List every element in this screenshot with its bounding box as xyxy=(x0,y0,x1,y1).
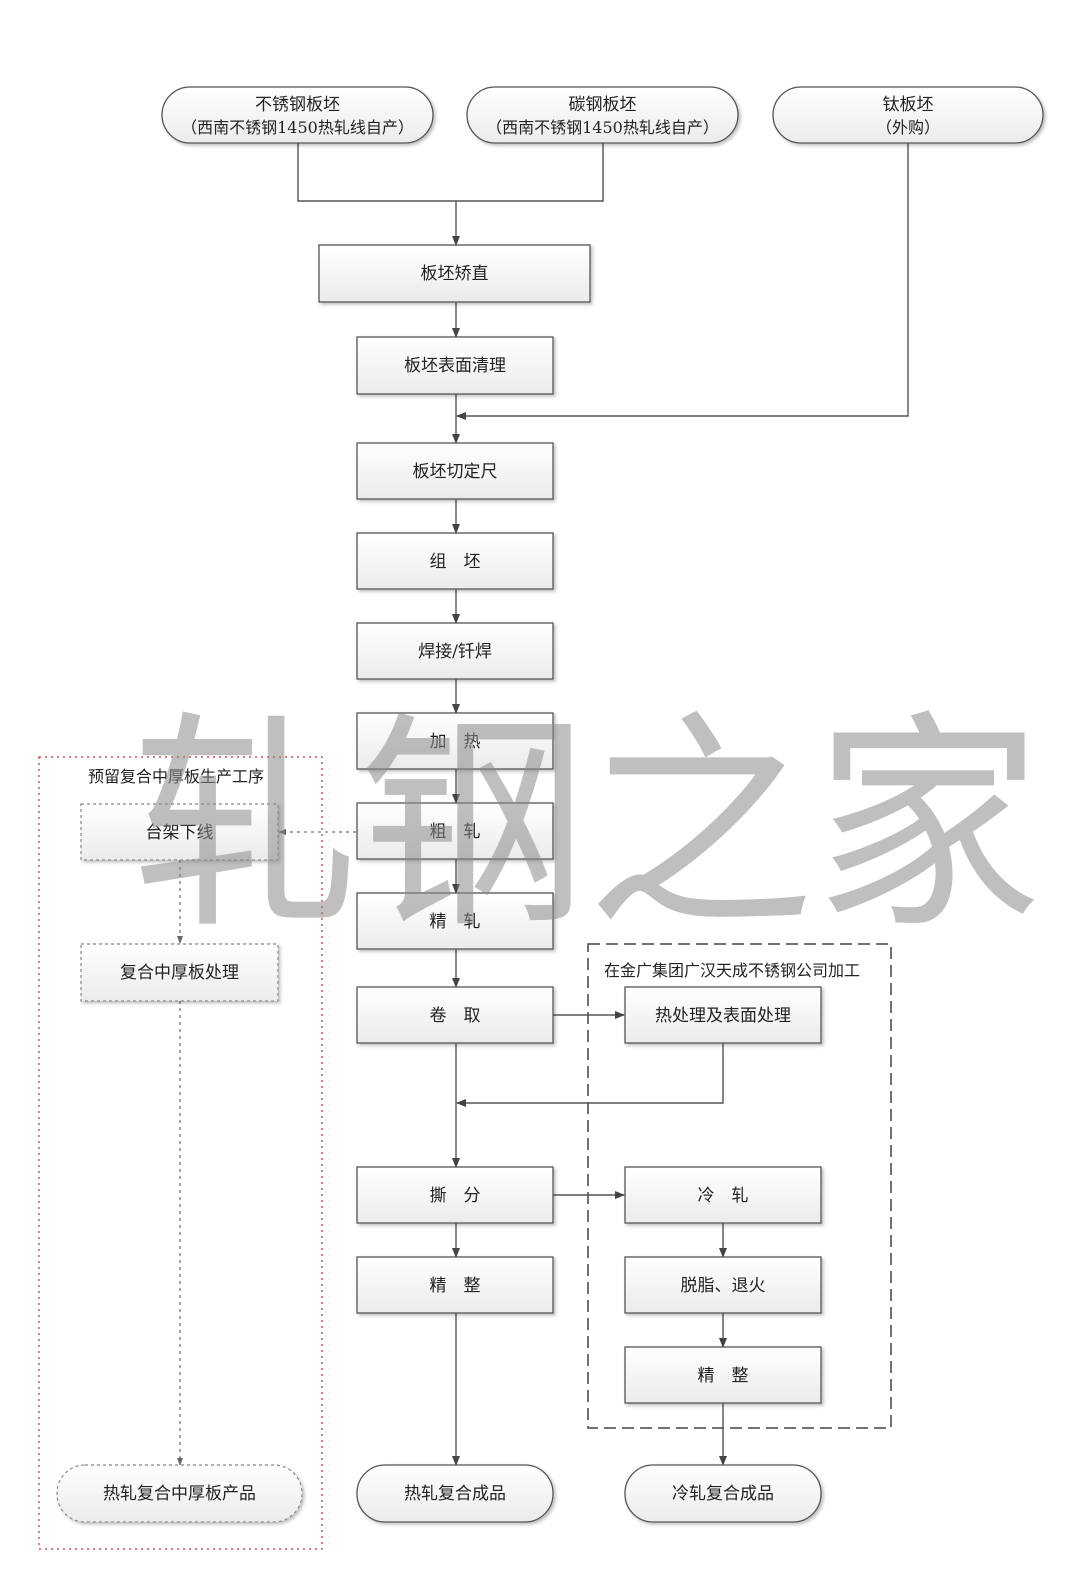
step-heat-treat: 热处理及表面处理 xyxy=(624,986,822,1044)
svg-text:热处理及表面处理: 热处理及表面处理 xyxy=(655,1006,791,1026)
cold-rolled-product: 冷轧复合成品 xyxy=(624,1464,822,1523)
svg-text:台架下线: 台架下线 xyxy=(146,823,214,843)
step-rough-roll: 粗 轧 xyxy=(356,802,554,860)
svg-text:冷轧复合成品: 冷轧复合成品 xyxy=(672,1484,774,1504)
external-group-frame xyxy=(587,943,892,1429)
source-carbon-slab: 碳钢板坯 （西南不锈钢1450热轧线自产） xyxy=(466,86,739,144)
svg-text:热轧复合成品: 热轧复合成品 xyxy=(404,1484,506,1504)
step-cold-roll: 冷 轧 xyxy=(624,1166,822,1224)
svg-text:精 轧: 精 轧 xyxy=(430,912,481,932)
step-ext-finishing: 精 整 xyxy=(624,1346,822,1404)
connector-heat-treat-return xyxy=(456,1043,724,1107)
step-heat: 加 热 xyxy=(356,712,554,770)
svg-text:加 热: 加 热 xyxy=(430,732,481,752)
svg-text:板坯表面清理: 板坯表面清理 xyxy=(404,356,506,376)
svg-text:（西南不锈钢1450热轧线自产）: （西南不锈钢1450热轧线自产） xyxy=(486,118,719,137)
svg-text:复合中厚板处理: 复合中厚板处理 xyxy=(120,963,239,983)
step-degrease: 脱脂、退火 xyxy=(624,1256,822,1314)
step-split: 撕 分 xyxy=(356,1166,554,1224)
hot-rolled-product: 热轧复合成品 xyxy=(356,1464,554,1523)
plate-product: 热轧复合中厚板产品 xyxy=(56,1464,303,1523)
source-stainless-slab: 不锈钢板坯 （西南不锈钢1450热轧线自产） xyxy=(161,86,434,144)
svg-text:碳钢板坯: 碳钢板坯 xyxy=(569,95,637,115)
svg-text:焊接/钎焊: 焊接/钎焊 xyxy=(418,642,492,662)
step-coil: 卷 取 xyxy=(356,986,554,1044)
svg-text:组 坯: 组 坯 xyxy=(430,552,481,572)
step-finish-roll: 精 轧 xyxy=(356,892,554,950)
external-group-title: 在金广集团广汉天成不锈钢公司加工 xyxy=(604,961,860,980)
svg-text:钛板坯: 钛板坯 xyxy=(883,95,934,115)
svg-text:冷 轧: 冷 轧 xyxy=(698,1186,749,1206)
svg-text:（西南不锈钢1450热轧线自产）: （西南不锈钢1450热轧线自产） xyxy=(181,118,414,137)
source-titanium-slab: 钛板坯 （外购） xyxy=(772,86,1044,144)
step-straighten: 板坯矫直 xyxy=(318,244,591,303)
svg-text:脱脂、退火: 脱脂、退火 xyxy=(681,1276,766,1296)
reserved-group-title: 预留复合中厚板生产工序 xyxy=(88,767,264,786)
step-plate-process: 复合中厚板处理 xyxy=(80,943,279,1002)
svg-text:板坯矫直: 板坯矫直 xyxy=(421,264,489,284)
svg-text:粗 轧: 粗 轧 xyxy=(430,822,481,842)
svg-text:卷 取: 卷 取 xyxy=(430,1006,481,1026)
step-cut-size: 板坯切定尺 xyxy=(356,442,554,500)
svg-text:（外购）: （外购） xyxy=(876,118,940,137)
step-finishing: 精 整 xyxy=(356,1256,554,1314)
svg-text:不锈钢板坯: 不锈钢板坯 xyxy=(255,95,340,115)
step-surface-clean: 板坯表面清理 xyxy=(356,336,554,395)
connector-stainless xyxy=(297,143,456,202)
reserved-group-frame xyxy=(38,756,323,1550)
connector-titanium xyxy=(456,143,909,420)
svg-text:撕 分: 撕 分 xyxy=(430,1186,481,1206)
step-assemble: 组 坯 xyxy=(356,532,554,590)
svg-text:精 整: 精 整 xyxy=(430,1276,481,1296)
step-offline: 台架下线 xyxy=(80,803,279,861)
connector-carbon xyxy=(456,143,604,202)
watermark: 轧钢之家 xyxy=(132,693,1042,960)
step-weld: 焊接/钎焊 xyxy=(356,622,554,680)
svg-text:精 整: 精 整 xyxy=(698,1366,749,1386)
svg-text:热轧复合中厚板产品: 热轧复合中厚板产品 xyxy=(103,1484,256,1504)
svg-text:板坯切定尺: 板坯切定尺 xyxy=(413,462,498,482)
